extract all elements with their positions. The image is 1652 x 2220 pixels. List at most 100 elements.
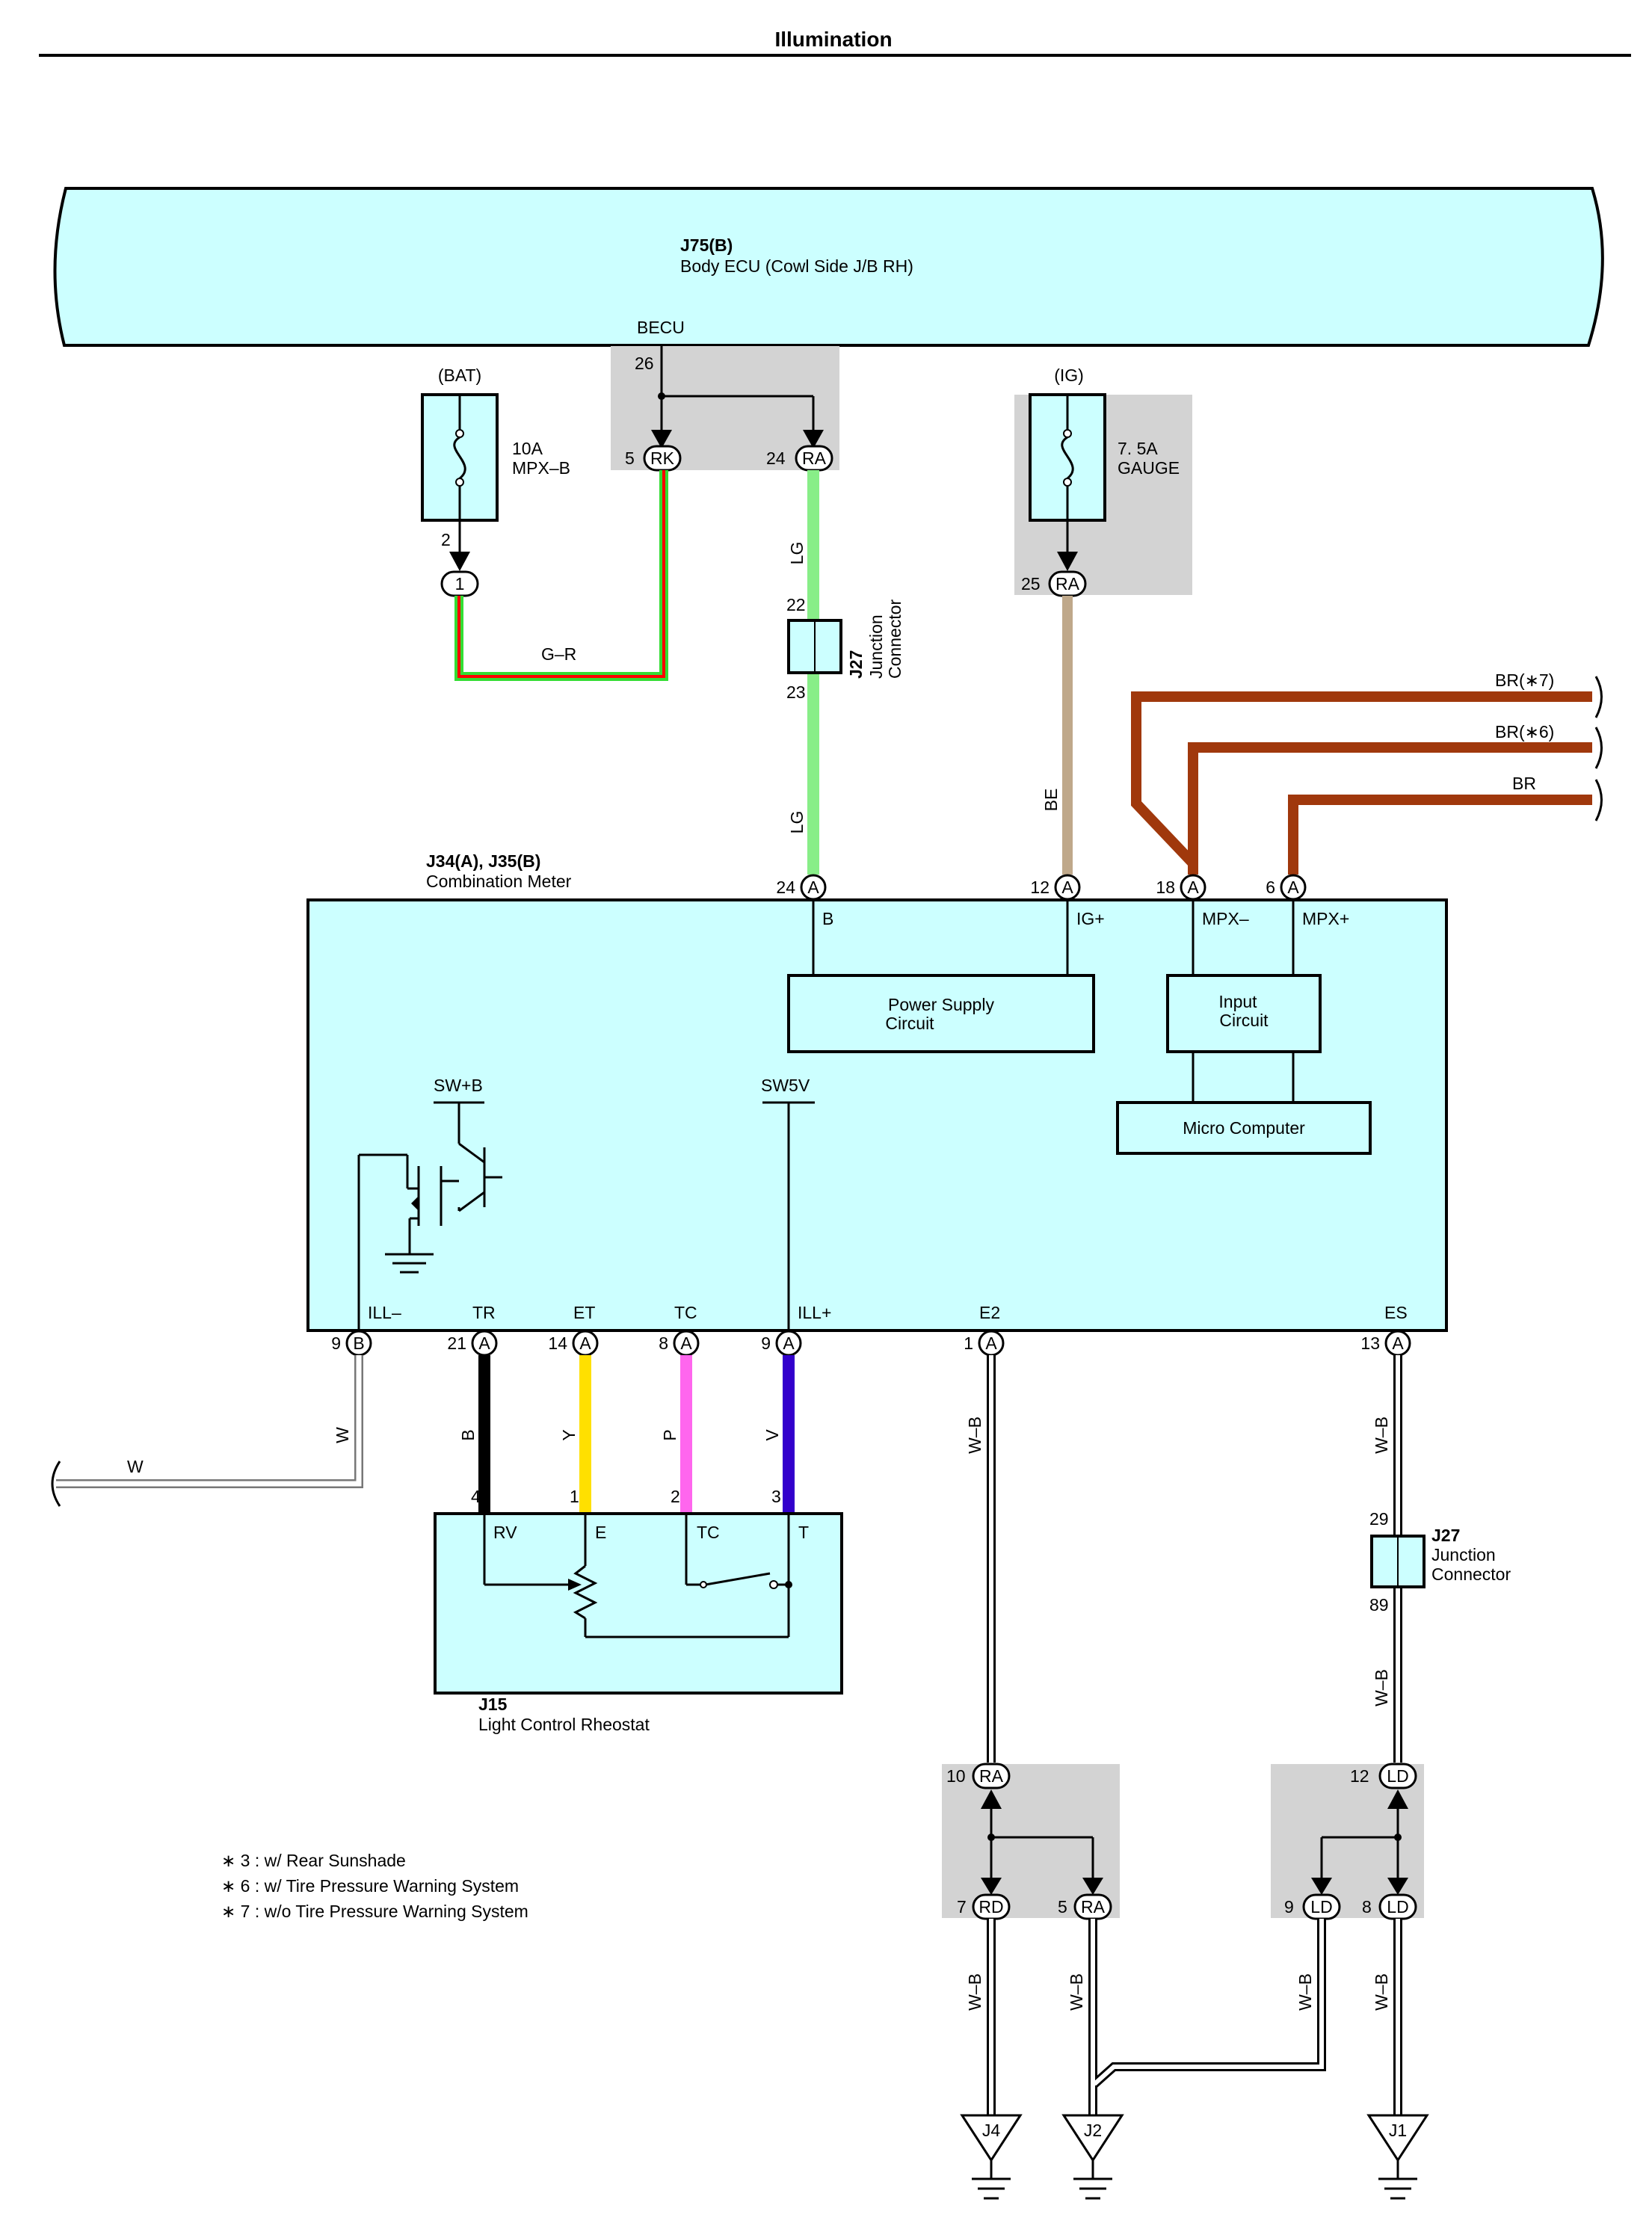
footnote-item: ∗ 3 : w/ Rear Sunshade: [221, 1851, 406, 1870]
wire-label-v: V: [762, 1429, 782, 1441]
meter-top-pin-conn: A: [1287, 878, 1299, 897]
body-ecu-code: J75(B): [680, 235, 733, 255]
wire-label-b: B: [458, 1429, 478, 1440]
meter-top-pin-label: IG+: [1076, 909, 1105, 928]
power-supply-circuit: Power Supply Circuit: [787, 974, 1095, 1053]
meter-top-pin-num: 24: [776, 878, 795, 897]
junction-ra-block: RA 10 RD 7 RA 5: [942, 1763, 1120, 1920]
ig-supply-label: (IG): [1054, 366, 1084, 385]
sw5v-label: SW5V: [761, 1076, 810, 1095]
rheostat-name: Light Control Rheostat: [478, 1715, 650, 1734]
fuse-gauge: (IG) 7. 5A GAUGE RA 25: [1014, 366, 1192, 597]
meter-name: Combination Meter: [426, 872, 572, 891]
junction-ld-pin-in: 12: [1350, 1766, 1369, 1786]
j27-top-code: J27: [846, 650, 866, 679]
ground-label: J4: [982, 2121, 1001, 2140]
body-ecu: J75(B) Body ECU (Cowl Side J/B RH) BECU: [53, 187, 1604, 347]
meter-bottom-pin-ill-minus: ILL– B 9: [331, 1303, 401, 1357]
wire-label-w-b-e2: W–B: [965, 1416, 984, 1454]
wire-label-w-horizontal: W: [127, 1457, 144, 1476]
meter-bottom-pin-label: ES: [1384, 1303, 1408, 1322]
meter-bottom-pin-num: 1: [964, 1333, 973, 1353]
meter-top-pin-conn: A: [807, 878, 819, 897]
junction-ra-conn-a: RD: [978, 1897, 1003, 1917]
j27-right-pin-in: 29: [1369, 1509, 1389, 1529]
wire-label-w-b-j2: W–B: [1067, 1973, 1086, 2011]
junction-ra-pin-in: 10: [946, 1766, 966, 1786]
meter-top-pin-num: 12: [1030, 878, 1050, 897]
wires-br: BR(∗7) BR(∗6) BR: [1131, 670, 1603, 875]
meter-bottom-pin-conn: A: [680, 1333, 692, 1353]
input-circuit-line2: Circuit: [1219, 1011, 1269, 1030]
bat-supply-label: (BAT): [438, 366, 481, 385]
wire-label-be: BE: [1041, 789, 1061, 812]
wire-label-w-b-j4: W–B: [965, 1973, 984, 2011]
input-circuit: Input Circuit: [1166, 974, 1322, 1103]
meter-top-pin-conn: A: [1061, 878, 1073, 897]
meter-bottom-pin-conn: A: [985, 1333, 997, 1353]
wire-label-br-7: BR(∗7): [1495, 670, 1554, 690]
meter-top-pin-label: B: [822, 909, 833, 928]
meter-bottom-pin-conn: A: [1392, 1333, 1404, 1353]
wire-label-w-b-es-bottom: W–B: [1372, 1669, 1391, 1706]
meter-bottom-pin-conn: B: [353, 1333, 364, 1353]
light-control-rheostat: 4 1 2 3 RV E TC T J15 Light Control Rheo…: [434, 1487, 843, 1734]
combination-meter: J34(A), J35(B) Combination Meter A 24 B …: [306, 851, 1448, 1357]
wire-label-w-b-es-top: W–B: [1372, 1416, 1391, 1454]
junction-ra-conn-in: RA: [979, 1766, 1004, 1786]
micro-computer-label: Micro Computer: [1183, 1118, 1305, 1138]
wire-label-w-vertical: W: [333, 1427, 352, 1443]
meter-bottom-pin-num: 8: [659, 1333, 668, 1353]
meter-bottom-pin-label: ILL+: [798, 1303, 831, 1322]
meter-bottom-pin-conn: A: [579, 1333, 591, 1353]
wire-label-w-b-j1: W–B: [1372, 1973, 1391, 2011]
rheostat-pin-num: 3: [771, 1487, 781, 1506]
footnote-item: ∗ 7 : w/o Tire Pressure Warning System: [221, 1902, 528, 1921]
ground-label: J2: [1084, 2121, 1102, 2140]
meter-top-pin-num: 6: [1266, 878, 1275, 897]
rheostat-pin-label: RV: [493, 1523, 517, 1542]
rheostat-code: J15: [478, 1695, 508, 1714]
fuse-bat-conn: 1: [455, 574, 465, 593]
junction-ld-pin-b: 8: [1362, 1897, 1372, 1917]
meter-top-pin-mpx-minus: A 18 MPX–: [1156, 874, 1249, 975]
wire-p: P: [660, 1355, 692, 1514]
j27-top-pin-in: 22: [786, 595, 806, 614]
meter-bottom-pin-label: ILL–: [368, 1303, 401, 1322]
power-supply-line1: Power Supply: [888, 995, 994, 1014]
wire-w: W W: [51, 1355, 363, 1507]
rheostat-pin-num: 4: [471, 1487, 481, 1506]
fuse-bat-rating: 10A: [512, 439, 543, 458]
wire-label-br-6: BR(∗6): [1495, 722, 1554, 741]
meter-top-pin-num: 18: [1156, 878, 1175, 897]
wire-label-g-r: G–R: [541, 644, 576, 664]
wire-y: Y: [559, 1355, 591, 1514]
ecu-pin-5: 5: [625, 448, 635, 468]
input-circuit-line1: Input: [1218, 992, 1257, 1011]
wire-label-p: P: [660, 1429, 679, 1440]
meter-top-pin-label: MPX+: [1302, 909, 1349, 928]
wires-w-b-ground: W–B W–B W–B W–B: [965, 1919, 1402, 2115]
j27-right-code: J27: [1431, 1526, 1460, 1545]
j27-right-connector: 29 89 J27 Junction Connector: [1369, 1509, 1511, 1615]
j27-top-connector: 22 23 J27 Junction Connector: [786, 595, 904, 702]
conn-rk: RK: [650, 448, 675, 468]
meter-bottom-pin-ill-plus: ILL+ A 9: [761, 1303, 831, 1357]
wire-be: BE: [1041, 596, 1073, 875]
junction-ld-conn-a: LD: [1310, 1897, 1332, 1917]
wire-g-r: G–R: [454, 470, 668, 681]
rheostat-pin-num: 2: [671, 1487, 680, 1506]
meter-bottom-pin-num: 9: [331, 1333, 341, 1353]
meter-code: J34(A), J35(B): [426, 851, 540, 871]
rheostat-pin-num: 1: [570, 1487, 579, 1506]
junction-ra-pin-a: 7: [957, 1897, 967, 1917]
ecu-pin-24: 24: [766, 448, 786, 468]
ground-j4: J4: [960, 2114, 1023, 2200]
sw-b-label: SW+B: [434, 1076, 483, 1095]
footnotes: ∗ 3 : w/ Rear Sunshade ∗ 6 : w/ Tire Pre…: [221, 1851, 528, 1921]
page-title: Illumination: [774, 28, 892, 51]
ground-j2: J2: [1061, 2114, 1124, 2200]
meter-bottom-pin-label: E2: [979, 1303, 1000, 1322]
meter-bottom-pin-num: 14: [548, 1333, 567, 1353]
meter-bottom-pin-e2: E2 A 1: [964, 1303, 1005, 1357]
